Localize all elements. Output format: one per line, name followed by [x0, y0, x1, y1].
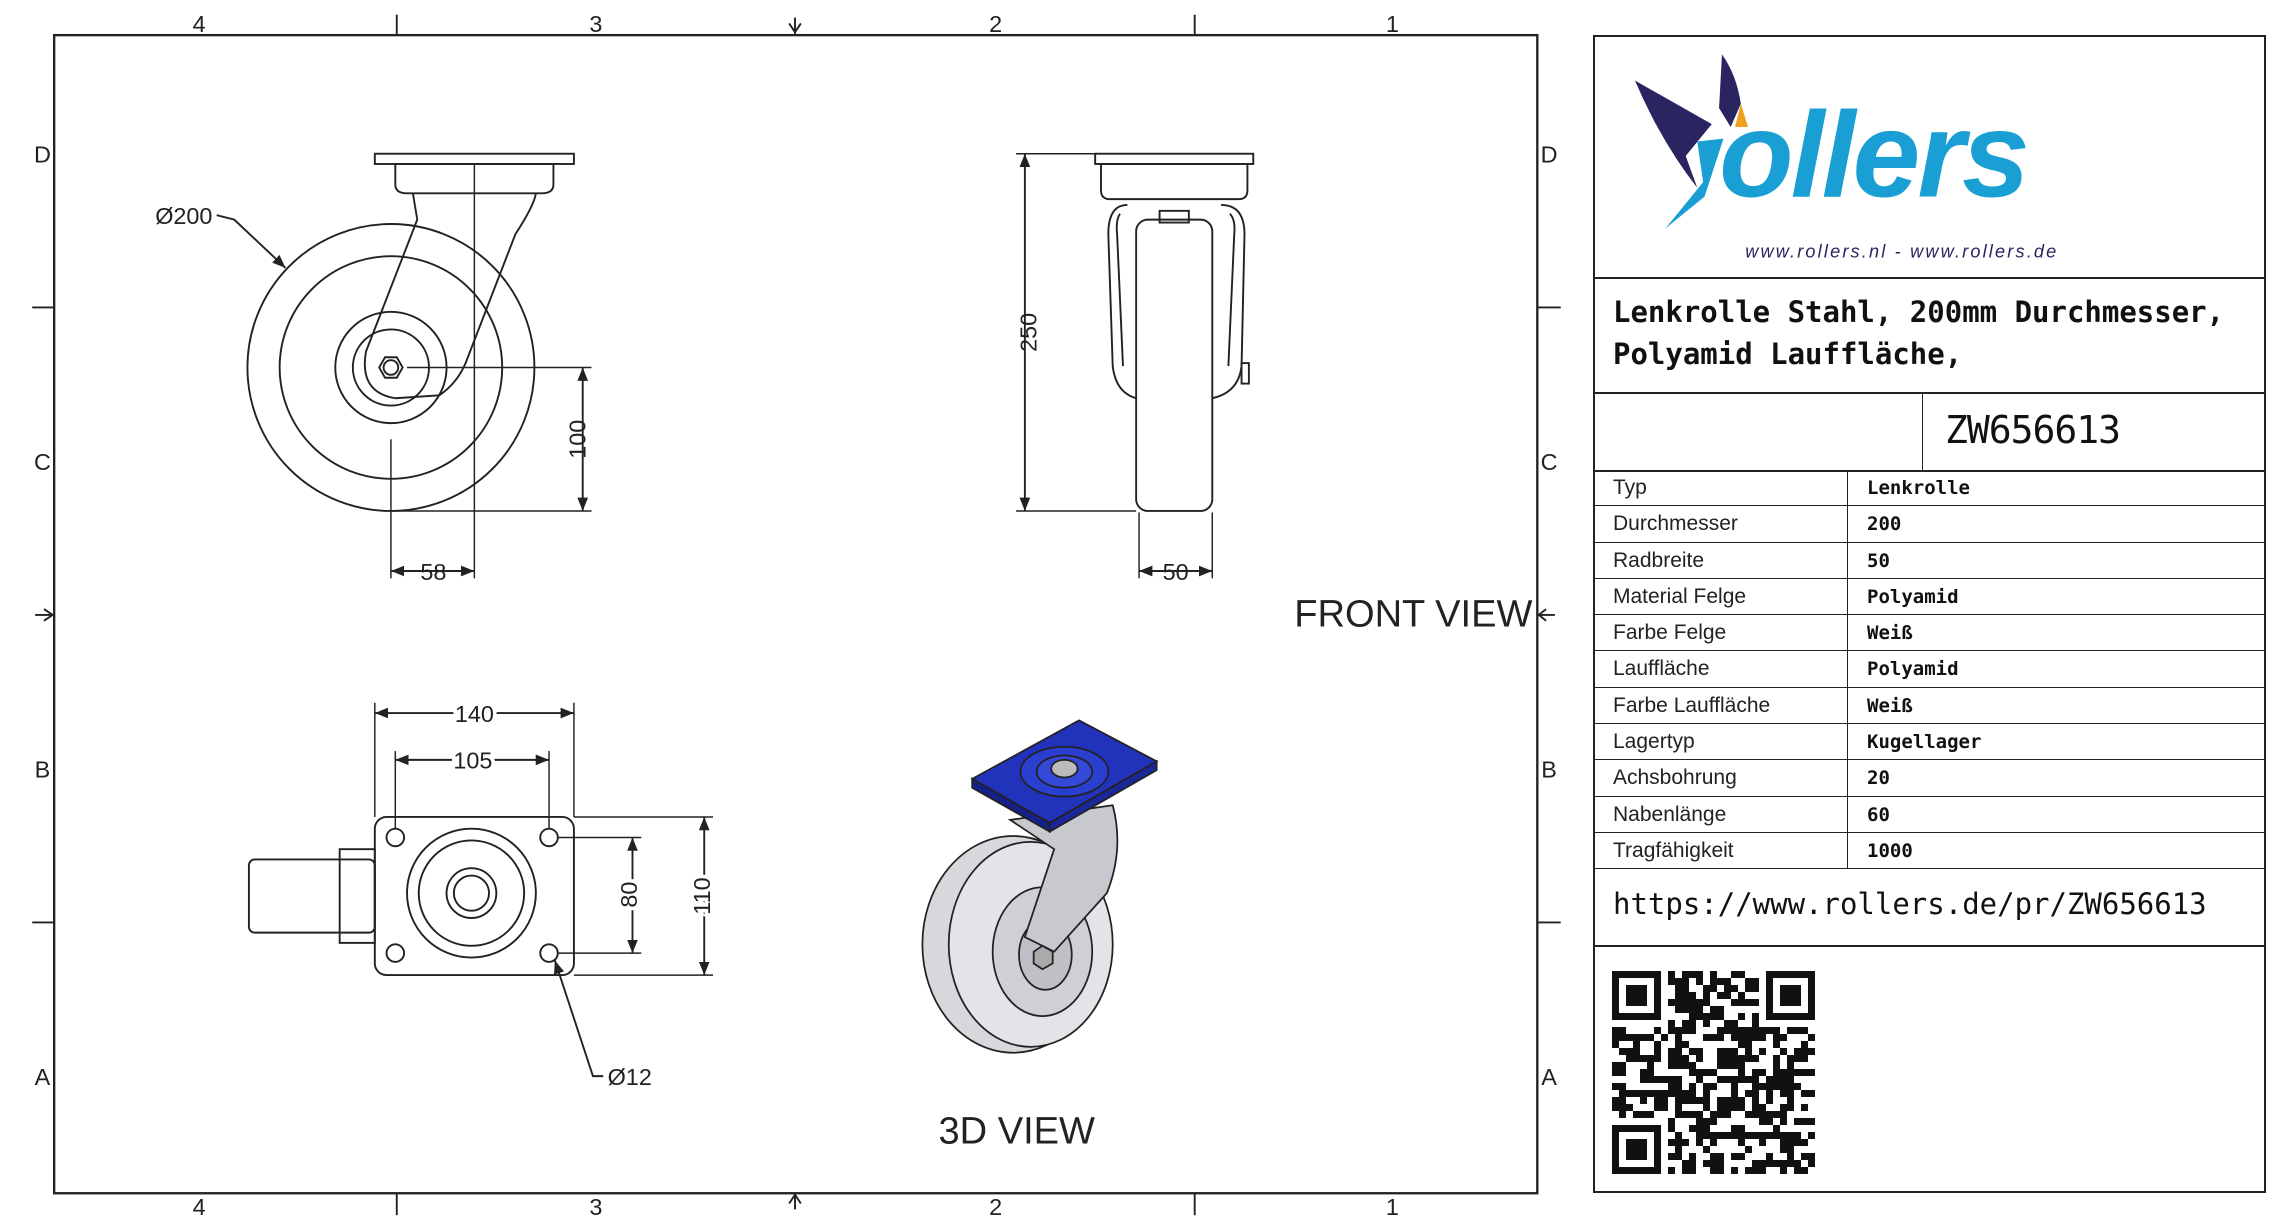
zone-bottom-3: 3: [589, 1194, 602, 1220]
spec-key: Farbe Lauffläche: [1613, 693, 1771, 717]
dim-hole-height: 80: [616, 882, 642, 908]
dim-offset: 58: [420, 559, 446, 585]
spec-value: 50: [1867, 549, 1890, 572]
product-description: Lenkrolle Stahl, 200mm Durchmesser, Poly…: [1595, 277, 2264, 394]
part-number: ZW656613: [1945, 408, 2121, 452]
svg-text:ollers: ollers: [1719, 87, 2027, 223]
spec-row: Achsbohrung 20: [1595, 760, 2264, 797]
dim-hole-width: 105: [453, 748, 492, 774]
iso-view: [921, 719, 1159, 1054]
spec-key: Typ: [1613, 476, 1647, 499]
iso-view-title: 3D VIEW: [938, 1110, 1095, 1152]
spec-row: Durchmesser 200: [1595, 506, 2264, 543]
spec-value: 20: [1867, 767, 1890, 790]
zone-bottom-2: 2: [989, 1194, 1002, 1220]
qr-code: [1612, 971, 1815, 1174]
spec-key: Farbe Felge: [1613, 621, 1727, 645]
spec-row: Farbe Lauffläche Weiß: [1595, 687, 2264, 725]
spec-row: Typ Lenkrolle: [1595, 470, 2264, 507]
zone-top-3: 3: [589, 11, 602, 37]
part-number-row: ZW656613: [1595, 394, 2264, 472]
spec-row: Farbe Felge Weiß: [1595, 615, 2264, 652]
spec-value: 60: [1867, 803, 1890, 826]
spec-row: Radbreite 50: [1595, 542, 2264, 579]
rollers-logo: ollers www.rollers.nl - www.rollers.de: [1634, 54, 2058, 262]
spec-value: 200: [1867, 513, 1902, 536]
zone-right-c: C: [1541, 449, 1558, 475]
company-logo: ollers www.rollers.nl - www.rollers.de: [1595, 37, 2264, 279]
spec-value: Weiß: [1867, 622, 1913, 645]
spec-value: Polyamid: [1867, 585, 1959, 608]
spec-key: Material Felge: [1613, 584, 1747, 608]
spec-value: Kugellager: [1867, 731, 1982, 754]
dim-height: 250: [1016, 313, 1042, 352]
dim-width: 50: [1163, 559, 1189, 585]
logo-urls: www.rollers.nl - www.rollers.de: [1745, 242, 2058, 262]
spec-value: 1000: [1867, 839, 1913, 862]
spec-row: Lagertyp Kugellager: [1595, 724, 2264, 761]
product-url[interactable]: https://www.rollers.de/pr/ZW656613: [1595, 869, 2264, 947]
spec-row: Material Felge Polyamid: [1595, 578, 2264, 616]
dim-plate-width: 140: [455, 701, 494, 727]
description-line-1: Lenkrolle Stahl, 200mm Durchmesser,: [1613, 295, 2225, 329]
zone-left-d: D: [34, 142, 51, 168]
dim-hole-diameter: Ø12: [608, 1064, 652, 1090]
spec-value: Lenkrolle: [1867, 477, 1970, 499]
dim-axle-height: 100: [565, 420, 591, 459]
description-line-2: Polyamid Lauffläche,: [1613, 337, 1963, 371]
spec-key: Achsbohrung: [1613, 766, 1737, 790]
zone-right-a: A: [1541, 1064, 1557, 1090]
zone-top-4: 4: [193, 11, 206, 37]
spec-key: Durchmesser: [1613, 512, 1738, 536]
zone-left-a: A: [35, 1064, 51, 1090]
title-block: ollers www.rollers.nl - www.rollers.de L…: [1593, 35, 2266, 1193]
zone-top-1: 1: [1386, 11, 1399, 37]
zone-bottom-1: 1: [1386, 1194, 1399, 1220]
spec-key: Lauffläche: [1613, 657, 1710, 681]
spec-key: Radbreite: [1613, 548, 1705, 572]
side-view: [216, 152, 592, 579]
front-view-title: FRONT VIEW: [1294, 594, 1532, 636]
zone-left-b: B: [35, 756, 51, 782]
zone-bottom-4: 4: [193, 1194, 206, 1220]
zone-top-2: 2: [989, 11, 1002, 37]
zone-left-c: C: [34, 449, 51, 475]
zone-right-b: B: [1541, 756, 1557, 782]
dim-plate-height: 110: [689, 877, 715, 914]
spec-value: Polyamid: [1867, 658, 1959, 681]
zone-right-d: D: [1541, 142, 1558, 168]
spec-key: Nabenlänge: [1613, 802, 1727, 826]
spec-key: Lagertyp: [1613, 730, 1695, 754]
spec-key: Tragfähigkeit: [1613, 838, 1734, 862]
zone-ticks: [32, 14, 1561, 1216]
spec-row: Tragfähigkeit 1000: [1595, 832, 2264, 870]
spec-row: Nabenlänge 60: [1595, 796, 2264, 833]
dim-diameter: Ø200: [155, 203, 212, 229]
front-view: [1016, 152, 1255, 579]
top-view: [247, 702, 714, 1078]
spec-value: Weiß: [1867, 694, 1913, 717]
spec-row: Lauffläche Polyamid: [1595, 651, 2264, 688]
